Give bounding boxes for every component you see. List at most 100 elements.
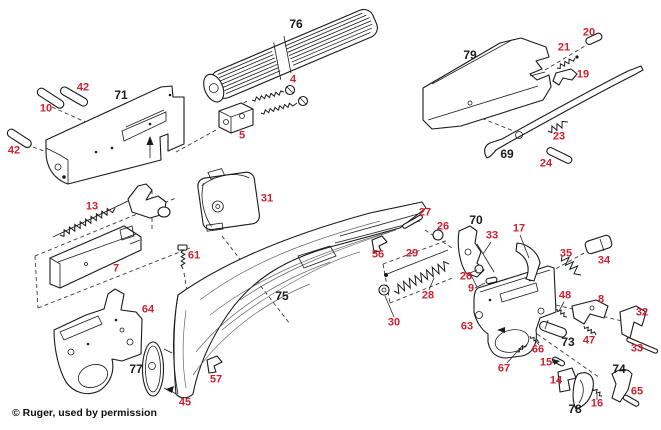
part-receiver-71 [45, 85, 185, 185]
part-label-34: 34 [597, 254, 611, 267]
part-buttplate-77 [141, 341, 173, 397]
part-label-32: 32 [635, 306, 649, 319]
part-sear-14 [557, 367, 577, 393]
part-label-33: 33 [485, 229, 499, 242]
part-pin-42-lower [6, 128, 32, 149]
part-label-67: 67 [497, 362, 511, 375]
part-screw-61 [177, 244, 188, 270]
part-screws-4 [251, 84, 309, 115]
part-label-23: 23 [552, 130, 566, 143]
part-label-75: 75 [275, 289, 289, 303]
part-label-26: 26 [436, 220, 450, 233]
part-pin-48 [556, 308, 568, 318]
part-label-27: 27 [418, 206, 432, 219]
part-recoil-assembly-13 [52, 183, 171, 238]
part-label-73: 73 [561, 335, 575, 349]
part-pin-65 [622, 394, 640, 407]
part-latch-32 [619, 305, 647, 339]
part-trigger-17 [515, 242, 541, 282]
part-label-65: 65 [630, 385, 644, 398]
part-stock-75 [173, 201, 427, 399]
part-label-24: 24 [539, 157, 553, 170]
part-ball-26-lower [474, 264, 484, 274]
part-label-5: 5 [238, 129, 246, 142]
part-label-13: 13 [85, 200, 99, 213]
part-label-19: 19 [576, 68, 590, 81]
part-label-14: 14 [549, 374, 563, 387]
part-pin-33-lower [626, 337, 659, 354]
part-label-28: 28 [421, 289, 435, 302]
part-screw-21 [556, 55, 579, 70]
part-pin-20 [585, 32, 603, 46]
wood-grain [182, 220, 397, 389]
part-trigger-guard-64 [53, 288, 143, 395]
part-label-74: 74 [612, 362, 626, 376]
part-pin-24 [546, 147, 573, 164]
part-pin-16 [592, 387, 603, 397]
part-label-21: 21 [557, 41, 571, 54]
part-label-4: 4 [289, 73, 297, 86]
part-pin-42-upper [59, 86, 89, 107]
part-label-9: 9 [467, 282, 475, 295]
part-plunger-34 [584, 234, 613, 255]
part-label-79: 79 [463, 48, 477, 62]
part-label-35: 35 [559, 247, 573, 260]
part-vblock-5 [218, 102, 254, 134]
part-pin-27 [402, 214, 423, 229]
part-label-20: 20 [582, 26, 596, 39]
part-extractor-19 [552, 68, 578, 86]
copyright-text: © Ruger, used by permission [12, 407, 157, 419]
part-handle-69 [484, 65, 644, 159]
part-label-17: 17 [512, 222, 526, 235]
part-bushing-30 [378, 284, 390, 296]
part-label-7: 7 [112, 262, 120, 275]
part-label-76: 76 [289, 17, 303, 31]
part-pin-66 [529, 335, 540, 344]
part-label-8: 8 [597, 293, 605, 306]
part-detent-73 [539, 319, 567, 338]
part-ball-26-upper [432, 229, 444, 241]
part-pin-9 [485, 276, 498, 285]
part-bolt-79 [422, 37, 552, 130]
part-label-42: 42 [76, 81, 90, 94]
part-pin-47 [583, 325, 597, 336]
part-label-48: 48 [558, 289, 572, 302]
part-spring-35 [560, 255, 582, 276]
part-label-77: 77 [129, 362, 143, 376]
part-trigger-78 [572, 372, 594, 410]
part-label-15: 15 [539, 356, 553, 369]
part-label-42: 42 [7, 144, 21, 157]
part-label-70: 70 [469, 213, 483, 227]
part-label-69: 69 [500, 147, 514, 161]
part-bolt-7 [49, 225, 142, 289]
part-label-16: 16 [590, 397, 604, 410]
part-latch-8 [571, 299, 609, 325]
part-barrel-76 [203, 8, 378, 103]
part-magazine-31 [197, 168, 260, 232]
part-spring-28 [393, 260, 450, 295]
part-label-66: 66 [531, 343, 545, 356]
part-label-30: 30 [387, 316, 401, 329]
part-label-64: 64 [141, 303, 155, 316]
part-swivel-57 [206, 355, 223, 374]
part-label-33: 33 [630, 342, 644, 355]
part-pin-67 [516, 343, 528, 353]
part-label-63: 63 [460, 320, 474, 333]
leader-lines [166, 234, 598, 400]
part-guide-rod-29 [384, 249, 449, 277]
part-trigger-housing-63 [473, 265, 557, 359]
part-label-26: 26 [459, 270, 473, 283]
part-pin-10 [36, 87, 65, 109]
part-label-10: 10 [39, 102, 53, 115]
part-bolt-lock-74 [611, 368, 633, 403]
part-label-57: 57 [209, 373, 223, 386]
part-label-78: 78 [568, 402, 582, 416]
part-label-56: 56 [371, 248, 385, 261]
part-label-47: 47 [582, 334, 596, 347]
part-swivel-56 [371, 235, 388, 253]
part-pin-33-upper [476, 243, 495, 273]
part-hammer-70 [457, 225, 485, 288]
